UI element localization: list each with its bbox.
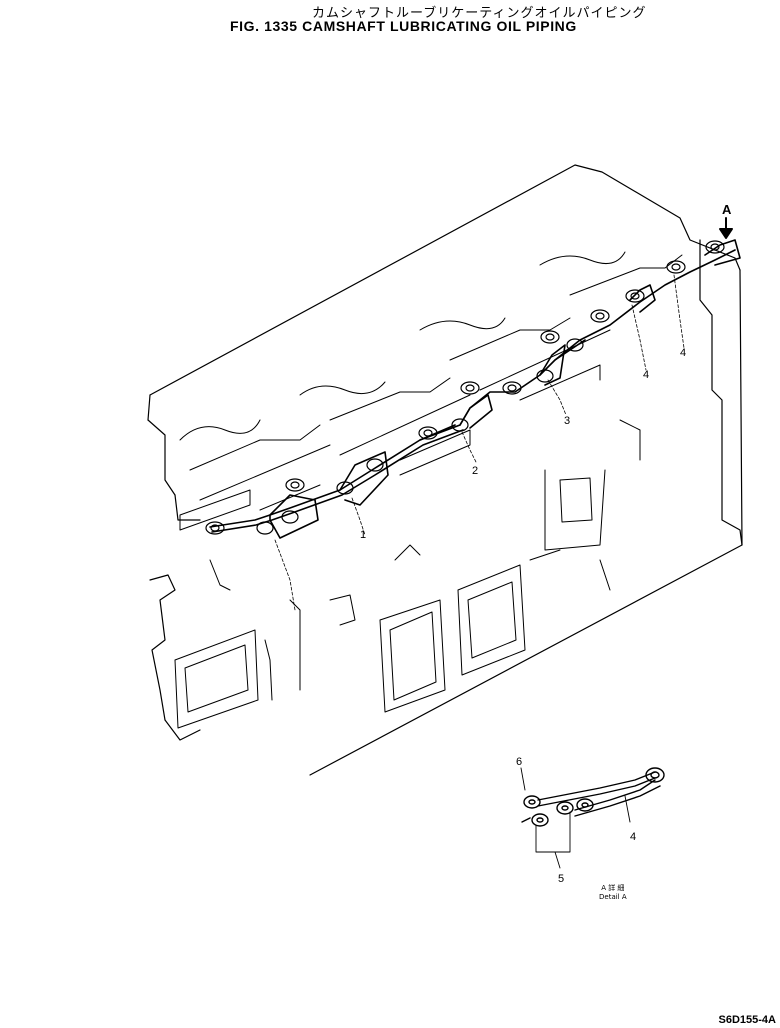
detail-a-caption-jp: A 詳 細 — [601, 884, 625, 892]
pipe-fittings — [205, 240, 725, 535]
drawing-code: S6D155-4A — [718, 1014, 776, 1026]
cylinder-heads — [179, 251, 683, 551]
view-a-label: A — [722, 202, 732, 217]
figure-title: FIG. 1335 CAMSHAFT LUBRICATING OIL PIPIN… — [230, 18, 577, 34]
view-a-arrow — [719, 217, 733, 239]
callout-6: 6 — [516, 756, 522, 768]
callout-4-a: 4 — [643, 369, 649, 381]
callout-4-c: 4 — [630, 831, 636, 843]
callout-5: 5 — [558, 873, 564, 885]
engine-block-outline — [147, 164, 743, 776]
detail-a-inset — [520, 767, 665, 869]
callout-2: 2 — [472, 465, 478, 477]
callout-1: 1 — [360, 529, 366, 541]
oil-piping-main — [209, 239, 741, 539]
crankcase-ports — [174, 544, 611, 729]
detail-a-caption: A 詳 細 Detail A — [599, 884, 627, 902]
callout-4-b: 4 — [680, 347, 686, 359]
callout-leaders — [274, 274, 685, 611]
detail-a-caption-en: Detail A — [599, 893, 627, 901]
title-japanese: カムシャフトルーブリケーティングオイルパイピング — [312, 6, 647, 21]
callout-3: 3 — [564, 415, 570, 427]
